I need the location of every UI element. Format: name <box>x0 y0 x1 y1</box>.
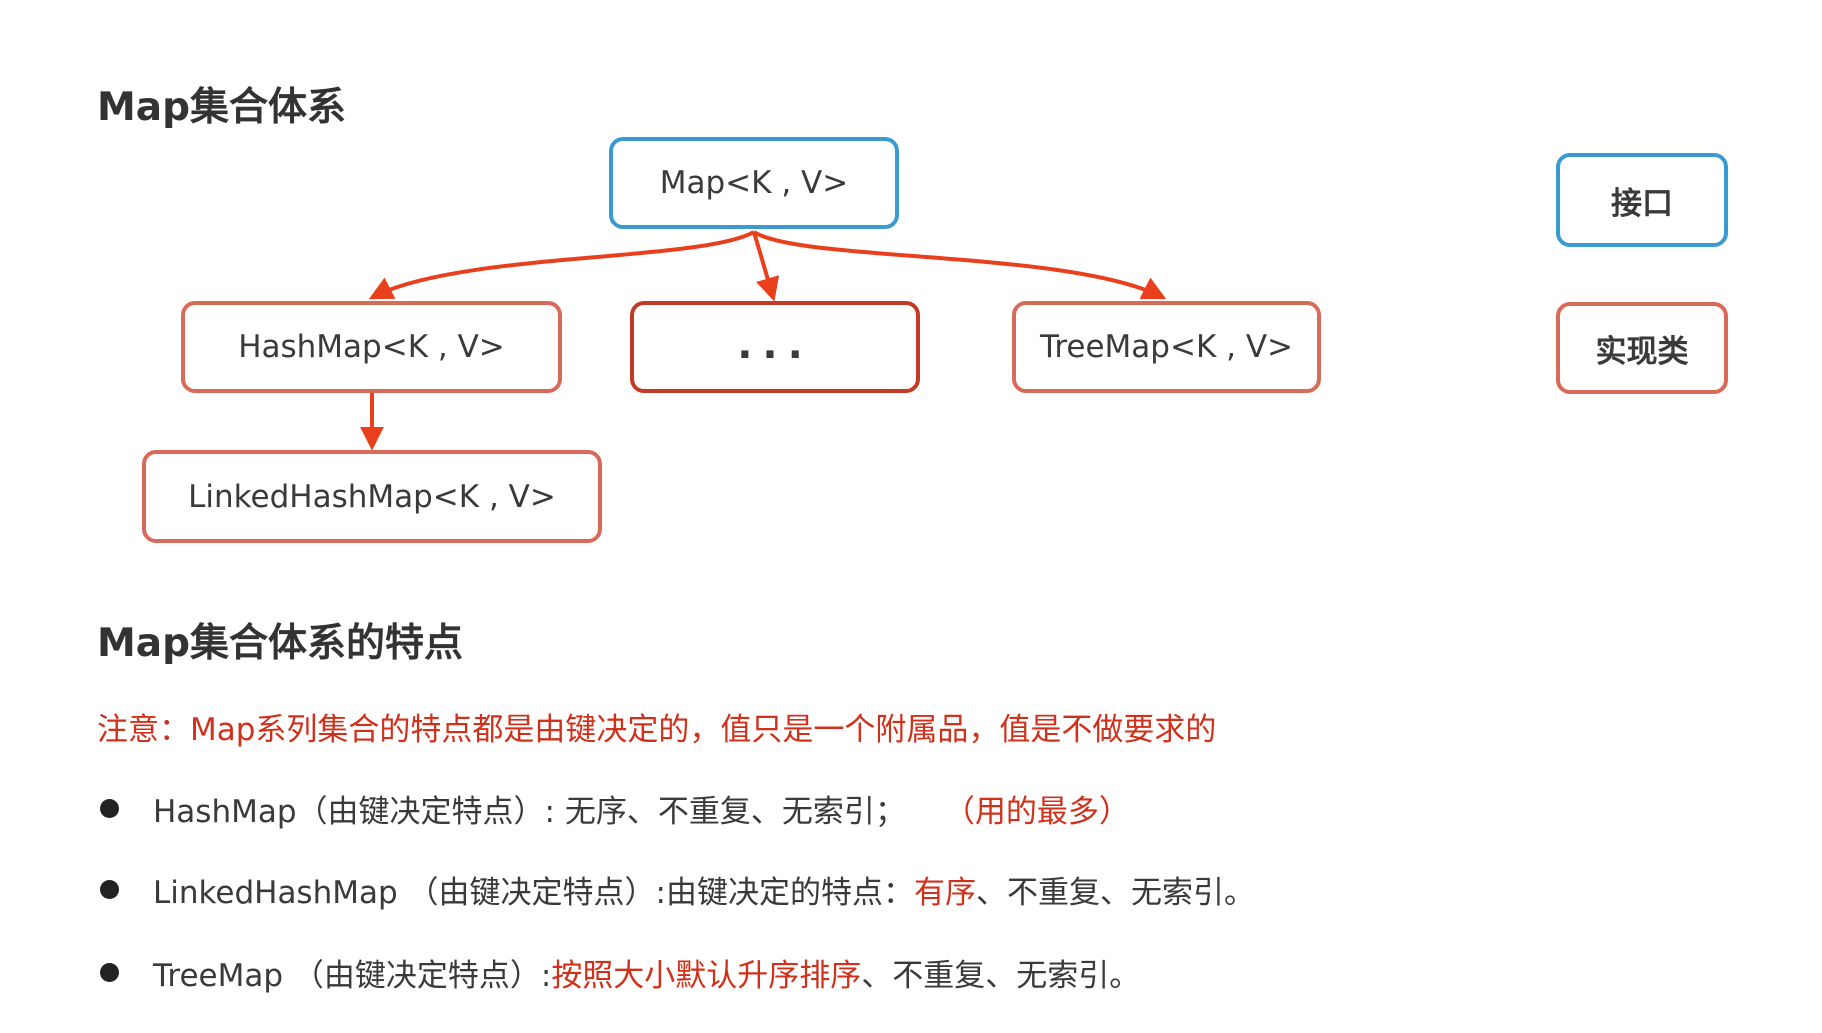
bullet-text: HashMap（由键决定特点）: 无序、不重复、无索引； <box>153 794 906 830</box>
bullet-text: TreeMap （由键决定特点）: <box>153 958 552 994</box>
bullet-item-linkedhashmap: LinkedHashMap （由键决定特点）:由键决定的特点： 有序 、不重复、… <box>97 867 1255 912</box>
bullet-highlight: 有序 <box>913 875 976 911</box>
treemap-node: TreeMap<K , V> <box>1012 301 1321 393</box>
bullet-dot <box>100 963 119 982</box>
hashmap-node: HashMap<K , V> <box>181 301 562 393</box>
bullet-item-hashmap: HashMap（由键决定特点）: 无序、不重复、无索引； （用的最多） <box>97 786 1130 831</box>
arrow-map-to-hashmap <box>368 230 755 300</box>
bullet-dot <box>100 799 119 818</box>
bullet-tail: 、不重复、无索引。 <box>861 958 1141 994</box>
bullet-item-treemap: TreeMap （由键决定特点）: 按照大小默认升序排序 、不重复、无索引。 <box>97 950 1140 995</box>
note-text: 注意：Map系列集合的特点都是由键决定的，值只是一个附属品，值是不做要求的 <box>97 712 1217 748</box>
ellipsis-node: ... <box>630 301 920 393</box>
arrow-map-to-dots <box>752 231 780 302</box>
bullet-highlight: （用的最多） <box>943 794 1130 830</box>
arrow-map-to-treemap <box>752 230 1167 300</box>
bullet-tail: 、不重复、无索引。 <box>975 875 1255 911</box>
linkedhashmap-node: LinkedHashMap<K , V> <box>142 450 602 543</box>
features-heading: Map集合体系的特点 <box>97 621 464 666</box>
legend-interface: 接口 <box>1556 153 1728 247</box>
bullet-text: LinkedHashMap （由键决定特点）:由键决定的特点： <box>153 875 914 911</box>
legend-implementation: 实现类 <box>1556 302 1728 394</box>
hierarchy-heading: Map集合体系 <box>97 85 347 130</box>
map-interface-node: Map<K , V> <box>609 137 899 229</box>
bullet-dot <box>100 880 119 899</box>
bullet-highlight: 按照大小默认升序排序 <box>551 958 862 994</box>
